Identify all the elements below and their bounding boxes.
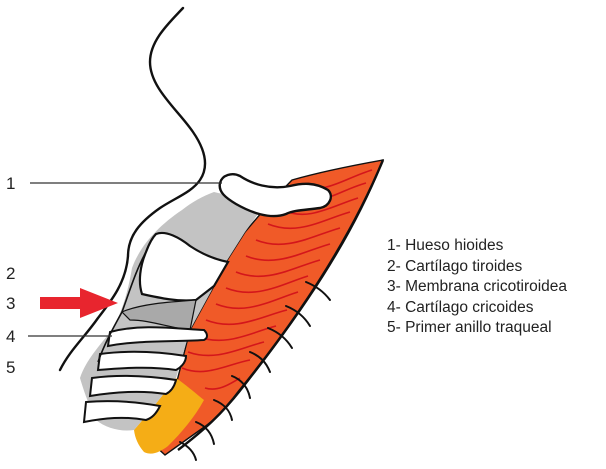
legend-item-cricothyroid-membrane: 3- Membrana cricotiroidea [387, 277, 567, 298]
callout-number-3: 3 [6, 294, 15, 313]
callout-number-1: 1 [6, 174, 15, 193]
callout-number-2: 2 [6, 264, 15, 283]
anatomy-legend: 1- Hueso hioides 2- Cartílago tiroides 3… [387, 236, 567, 339]
red-arrow [40, 288, 118, 318]
legend-item-thyroid-cartilage: 2- Cartílago tiroides [387, 257, 567, 278]
tracheal-ring [84, 401, 160, 422]
callout-number-4: 4 [6, 327, 15, 346]
legend-item-cricoid-cartilage: 4- Cartílago cricoides [387, 298, 567, 319]
legend-item-first-tracheal-ring: 5- Primer anillo traqueal [387, 318, 567, 339]
legend-item-hyoid: 1- Hueso hioides [387, 236, 567, 257]
tracheal-ring [98, 352, 186, 370]
callout-number-5: 5 [6, 358, 15, 377]
